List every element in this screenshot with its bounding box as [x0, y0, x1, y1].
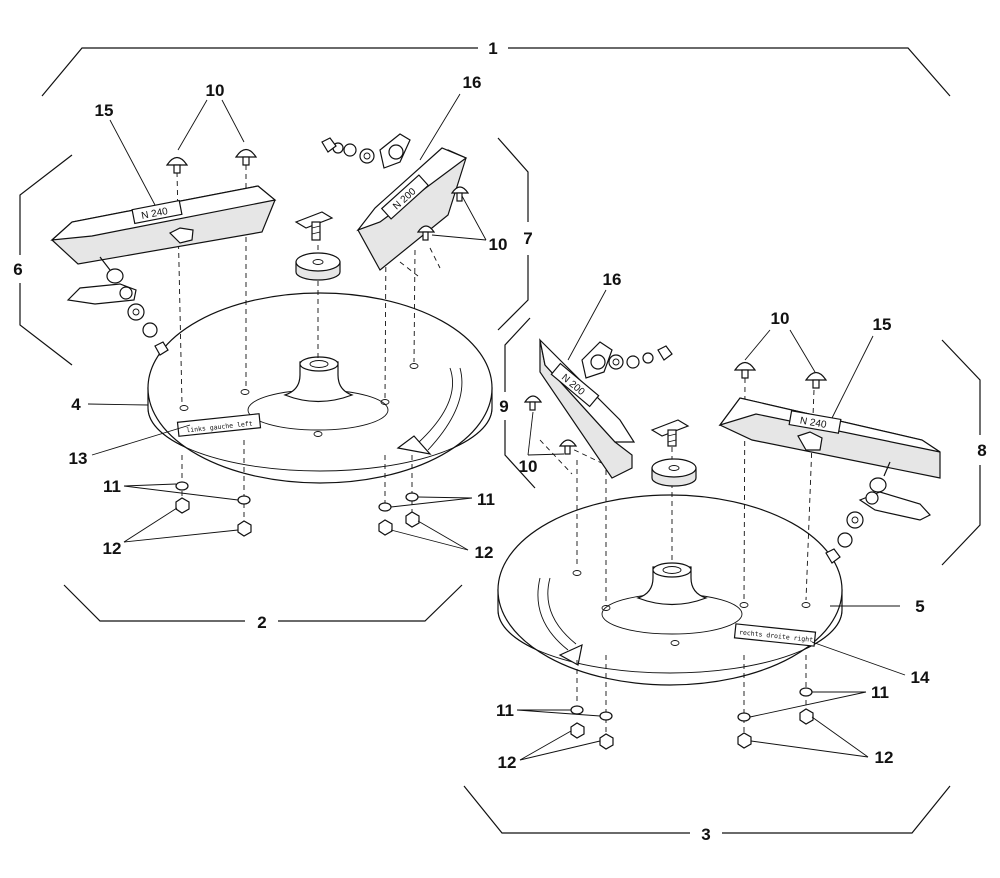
left-center-bolt [294, 211, 341, 281]
callout-10-right: 10 [771, 309, 790, 328]
group-bracket-1 [41, 47, 951, 97]
callout-6: 6 [13, 260, 22, 279]
right-plate-label: N 240 [799, 415, 828, 431]
callout-2: 2 [257, 613, 266, 632]
callout-12-left: 12 [103, 539, 122, 558]
right-disc [497, 494, 843, 686]
left-plate-label: N 240 [141, 206, 170, 222]
left-disc [147, 292, 493, 484]
callout-16-right: 16 [603, 270, 622, 289]
group-bracket-6 [19, 154, 73, 366]
leader-lines [87, 93, 906, 761]
right-nuts [570, 687, 814, 750]
callout-12-right-left: 12 [498, 753, 517, 772]
group-bracket-9 [504, 317, 536, 489]
callout-7: 7 [523, 229, 532, 248]
callout-3: 3 [701, 825, 710, 844]
right-center-bolt [650, 419, 697, 487]
group-bracket-8 [941, 339, 981, 566]
callout-10-right-left: 10 [519, 457, 538, 476]
group-bracket-2 [63, 584, 463, 622]
left-bolts [165, 148, 258, 174]
callout-11-right-left: 11 [496, 701, 514, 720]
right-bolts [733, 361, 828, 389]
right-blade-hardware [825, 461, 931, 564]
right-plate-n240 [718, 397, 941, 479]
callout-15-right: 15 [873, 315, 892, 334]
callout-10-left: 10 [206, 81, 225, 100]
callout-9: 9 [499, 397, 508, 416]
callout-5: 5 [915, 597, 924, 616]
left-plate-n200 [321, 133, 470, 271]
callout-1: 1 [488, 39, 497, 58]
group-bracket-7 [497, 137, 529, 331]
callout-12-right: 12 [875, 748, 894, 767]
callout-11-left-right: 11 [477, 490, 495, 509]
callout-12-left-right: 12 [475, 543, 494, 562]
callout-11-left: 11 [103, 477, 121, 496]
callout-15-left: 15 [95, 101, 114, 120]
callout-8: 8 [977, 441, 986, 460]
callout-10-mid: 10 [489, 235, 508, 254]
group-bracket-3 [463, 785, 951, 834]
callout-13: 13 [69, 449, 88, 468]
callout-4: 4 [71, 395, 81, 414]
left-plate-n240 [50, 185, 277, 265]
callout-14: 14 [911, 668, 930, 687]
left-nuts [175, 481, 420, 537]
callout-labels: 1 2 3 4 5 6 7 8 9 10 10 10 10 11 11 11 1… [13, 39, 986, 844]
right-plate-n200 [523, 338, 673, 479]
left-blade-hardware [66, 256, 169, 356]
callout-16-left: 16 [463, 73, 482, 92]
callout-11-right: 11 [871, 683, 889, 702]
